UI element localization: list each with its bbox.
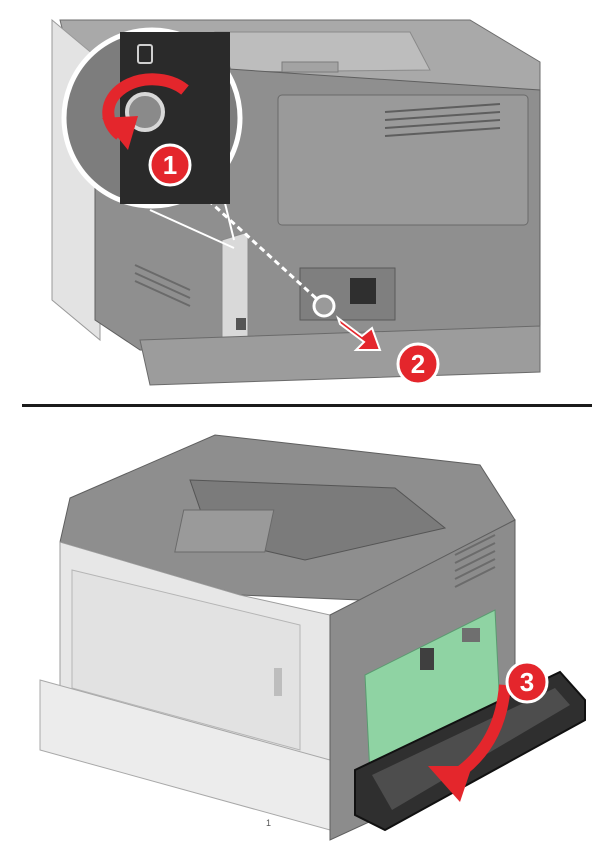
bottom-tray [139, 325, 541, 386]
door-latch [274, 668, 282, 696]
step-badge-3: 3 [505, 660, 549, 704]
printer-front-illustration: 1 3 [39, 434, 586, 841]
step-badge-2: 2 [396, 342, 440, 386]
callout-dashed-line [206, 198, 320, 302]
step-number-1: 1 [163, 150, 177, 180]
cover-inner [372, 688, 570, 810]
rear-vent-slots [384, 103, 501, 137]
step-badge-1: 1 [148, 143, 192, 187]
thumbscrew [312, 294, 336, 318]
tray-label: 1 [266, 818, 271, 828]
power-socket-plate [299, 267, 396, 321]
power-socket [350, 278, 376, 304]
step-panel-open-cover: 1 3 [0, 410, 601, 856]
step-panel-remove-screw: 1 2 [0, 0, 601, 402]
rotate-arrow-icon [102, 73, 189, 150]
printer-rear-illustration: 1 2 [51, 18, 541, 386]
paper-flap [174, 509, 275, 553]
board-connector [420, 648, 434, 670]
ethernet-port [236, 318, 246, 330]
pull-arrow-icon [336, 315, 382, 351]
front-door [71, 569, 301, 751]
swing-open-arrow-icon [428, 684, 511, 802]
side-vent-grille [454, 534, 496, 588]
section-divider [22, 404, 592, 407]
paper-stop [281, 61, 339, 73]
lock-icon [137, 44, 153, 64]
board-port [462, 628, 480, 642]
step-number-2: 2 [411, 349, 425, 379]
step-number-3: 3 [520, 667, 534, 697]
side-vent-slots [134, 264, 191, 307]
rear-access-door [277, 94, 529, 226]
callout-line-b [149, 209, 235, 249]
